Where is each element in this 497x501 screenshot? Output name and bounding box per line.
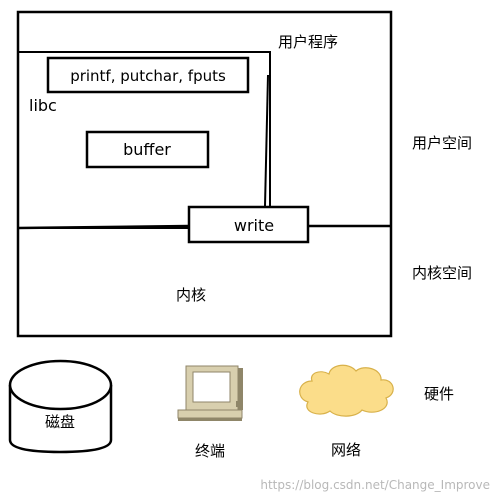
libc-label: libc: [29, 96, 57, 115]
stdio-functions-label: printf, putchar, fputs: [70, 67, 226, 85]
libc-region-box: [17, 51, 271, 229]
buffer-box: [85, 130, 210, 169]
terminal-label: 终端: [195, 442, 225, 460]
write-box: [187, 205, 310, 244]
cloud-network-icon: [299, 364, 394, 417]
hardware-label: 硬件: [424, 385, 454, 403]
computer-terminal-icon: [177, 365, 243, 421]
disk-label: 磁盘: [45, 413, 75, 431]
kernel-space-label: 内核空间: [412, 264, 472, 282]
watermark-text: https://blog.csdn.net/Change_Improve: [260, 478, 490, 492]
kernel-label: 内核: [176, 286, 206, 304]
user-program-label: 用户程序: [278, 33, 338, 51]
user-space-label: 用户空间: [412, 134, 472, 152]
write-label: write: [234, 216, 274, 235]
stdio-functions-box: [46, 56, 250, 94]
buffer-label: buffer: [123, 140, 171, 159]
stdio-to-write-connector: [264, 74, 269, 207]
network-label: 网络: [331, 441, 361, 459]
cylinder-disk-icon: [8, 359, 113, 454]
